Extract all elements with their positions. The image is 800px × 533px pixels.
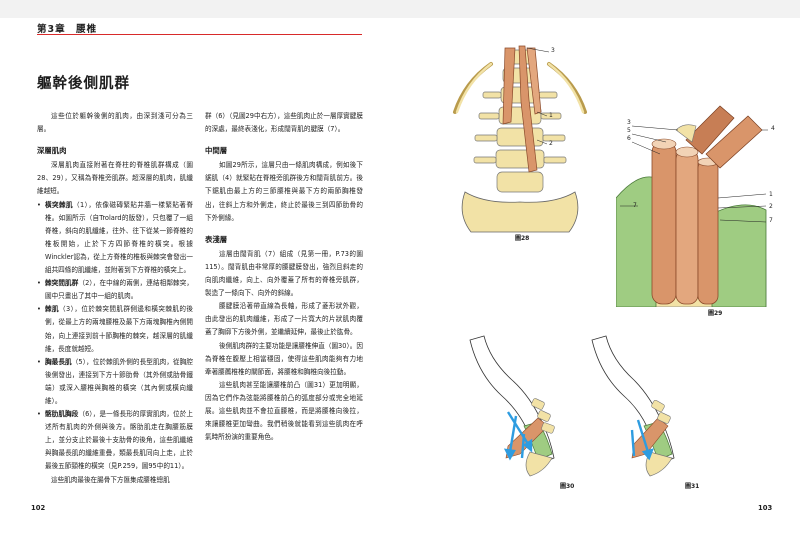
figure-30-caption: 圖30	[560, 483, 575, 490]
figure-29-illustration	[616, 105, 768, 307]
superficial-paragraph-3: 後側肌肉群的主要功能是讓腰椎伸直（圖30）。因為脊椎在腹壓上相當穩固，使得這些肌…	[205, 341, 363, 376]
middle-column: 群（6）（見圖29中右方），這些肌肉止於一層厚實腱膜的深處，最終表淺化，形成闊背…	[205, 110, 363, 444]
top-band	[0, 0, 800, 18]
figure-28-illustration	[453, 45, 587, 233]
list-item: •胸最長肌（5），位於棘肌外側的長型肌肉，從胸腔後側發出，連接到下方十節肋骨（其…	[37, 357, 193, 405]
fig29-label: 5	[627, 127, 631, 134]
deep-layer-heading: 深層肌肉	[37, 146, 67, 156]
fig29-label: 1	[769, 191, 773, 198]
list-item: •髂肋肌胸段（6），是一條長形的厚實肌肉，位於上述所有肌肉的外側與後方。髂肋肌走…	[37, 410, 193, 471]
fig28-label: 3	[551, 47, 555, 54]
deep-layer-paragraph: 深層肌肉直接附著在脊柱的脊椎肌群構成（圖28、29），又稱為脊椎旁肌群。超深層的…	[37, 161, 193, 196]
fig29-label: 6	[627, 135, 631, 142]
fig29-label: 3	[627, 119, 631, 126]
superficial-paragraph-1: 這層由闊背肌（7）組成（見第一冊，P.73的圖115）。闊背肌由非常厚的腰腱膜發…	[205, 249, 363, 298]
page-number-left: 102	[31, 504, 46, 512]
fig29-label: 7	[769, 217, 773, 224]
list-item: •棘肌（3），位於棘突間肌群側邊和橫突棘肌的後側，從最上方的兩塊腰椎及最下方兩塊…	[37, 305, 193, 353]
fig29-label: 2	[769, 203, 773, 210]
left-column: 這些位於軀幹後側的肌肉，由深到淺可分為三層。 深層肌肉 深層肌肉直接附著在脊柱的…	[37, 110, 193, 487]
continued-paragraph: 群（6）（見圖29中右方），這些肌肉止於一層厚實腱膜的深處，最終表淺化，形成闊背…	[205, 112, 363, 134]
fig29-label: 7	[633, 202, 637, 209]
fig28-label: 2	[549, 140, 553, 147]
list-item: •棘突間肌群（2），在中線的兩側，連結相鄰棘突，圖中只畫出了其中一組的肌肉。	[37, 279, 193, 301]
header-rule	[37, 34, 362, 36]
figure-31-caption: 圖31	[685, 483, 700, 490]
figure-30-illustration	[469, 335, 555, 477]
page-number-right: 103	[758, 504, 773, 512]
closing-paragraph: 這些肌肉最後在腸骨下方匯集成腰椎總肌	[51, 475, 170, 484]
figure-31-illustration	[591, 335, 675, 477]
figure-28-caption: 圖28	[515, 235, 530, 242]
middle-layer-heading: 中間層	[205, 146, 228, 156]
superficial-paragraph-4: 這些肌肉甚至能讓腰椎前凸（圖31）更加明顯，因為它們作為弦能將腰椎前凸的弧度部分…	[205, 380, 363, 442]
superficial-paragraph-2: 腰腱膜沿著帶直線為長軸，形成了菱形狀外觀，由此發出的肌肉纖維，形成了一片寬大的片…	[205, 302, 363, 337]
figure-29-caption: 圖29	[708, 310, 723, 317]
fig29-label: 4	[771, 125, 775, 132]
deep-muscle-list: •橫突棘肌（1），依像磁磚緊貼井牆一樣緊貼著脊椎。如圖所示（自Trolard的版…	[37, 199, 193, 474]
superficial-layer-heading: 表淺層	[205, 234, 228, 244]
middle-layer-paragraph: 如圖29所示，這層只由一條肌肉構成，例如後下鋸肌（4）就緊貼在脊椎旁肌群後方和闊…	[205, 161, 363, 222]
list-item: •橫突棘肌（1），依像磁磚緊貼井牆一樣緊貼著脊椎。如圖所示（自Trolard的版…	[37, 200, 194, 275]
chapter-header: 第3章 腰椎	[37, 24, 98, 35]
fig28-label: 1	[549, 112, 553, 119]
intro-paragraph: 這些位於軀幹後側的肌肉，由深到淺可分為三層。	[37, 112, 193, 134]
page-title: 軀幹後側肌群	[37, 76, 130, 92]
